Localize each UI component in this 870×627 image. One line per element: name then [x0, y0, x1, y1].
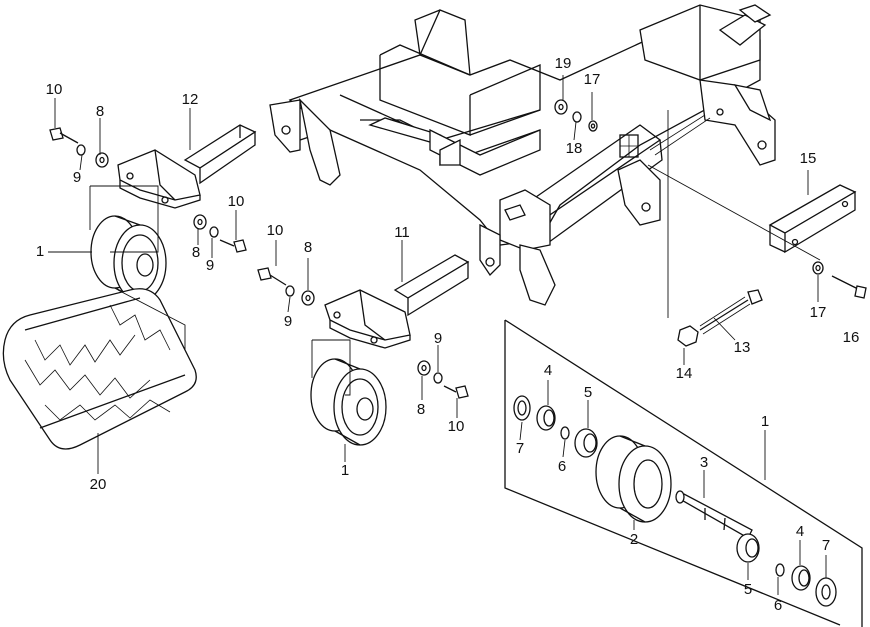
callout-1: 1: [341, 462, 349, 479]
callout-16: 16: [843, 329, 860, 346]
callout-12: 12: [182, 91, 199, 108]
callout-11: 11: [394, 224, 410, 241]
callout-4: 4: [796, 523, 804, 540]
callout-1: 1: [761, 413, 769, 430]
roller-arm-middle: [324, 254, 470, 349]
callout-15: 15: [800, 150, 817, 167]
roller-arm-left: [117, 124, 257, 209]
bracket-15: [768, 184, 857, 254]
callout-5: 5: [744, 581, 752, 598]
callout-10: 10: [267, 222, 284, 239]
bolt-13: [647, 110, 821, 347]
callout-8: 8: [192, 244, 200, 261]
bolt-16: [812, 261, 867, 299]
callout-17: 17: [810, 304, 827, 321]
callout-8: 8: [304, 239, 312, 256]
roller-left: [90, 215, 167, 302]
callout-9: 9: [73, 169, 81, 186]
callout-7: 7: [516, 440, 524, 457]
callout-19: 19: [555, 55, 572, 72]
left-hardware: [49, 127, 247, 253]
callout-20: 20: [90, 476, 107, 493]
callout-18: 18: [566, 140, 583, 157]
rubber-track: [2, 288, 197, 450]
callout-10: 10: [228, 193, 245, 210]
callout-2: 2: [630, 531, 638, 548]
callout-13: 13: [734, 339, 751, 356]
callout-5: 5: [584, 384, 592, 401]
callout-7: 7: [822, 537, 830, 554]
callout-3: 3: [700, 454, 708, 471]
leader-lines: [48, 75, 827, 595]
middle-hardware: [257, 267, 469, 399]
callout-4: 4: [544, 362, 552, 379]
callout-6: 6: [558, 458, 566, 475]
callout-9: 9: [206, 257, 214, 274]
callout-17: 17: [584, 71, 601, 88]
callout-9: 9: [284, 313, 292, 330]
main-frame: [269, 4, 776, 306]
callout-10: 10: [448, 418, 465, 435]
callout-1: 1: [36, 243, 44, 260]
callout-8: 8: [96, 103, 104, 120]
callout-6: 6: [774, 597, 782, 614]
callout-10: 10: [46, 81, 63, 98]
roller-middle: [310, 358, 387, 446]
callout-8: 8: [417, 401, 425, 418]
roller-exploded-box: [504, 319, 863, 627]
callout-labels: 10 8 9 12 10 8 9 1 19 17 18 15 10 8 9 11…: [36, 55, 860, 614]
top-right-hardware: [554, 99, 598, 132]
callout-14: 14: [676, 365, 693, 382]
callout-9: 9: [434, 330, 442, 347]
